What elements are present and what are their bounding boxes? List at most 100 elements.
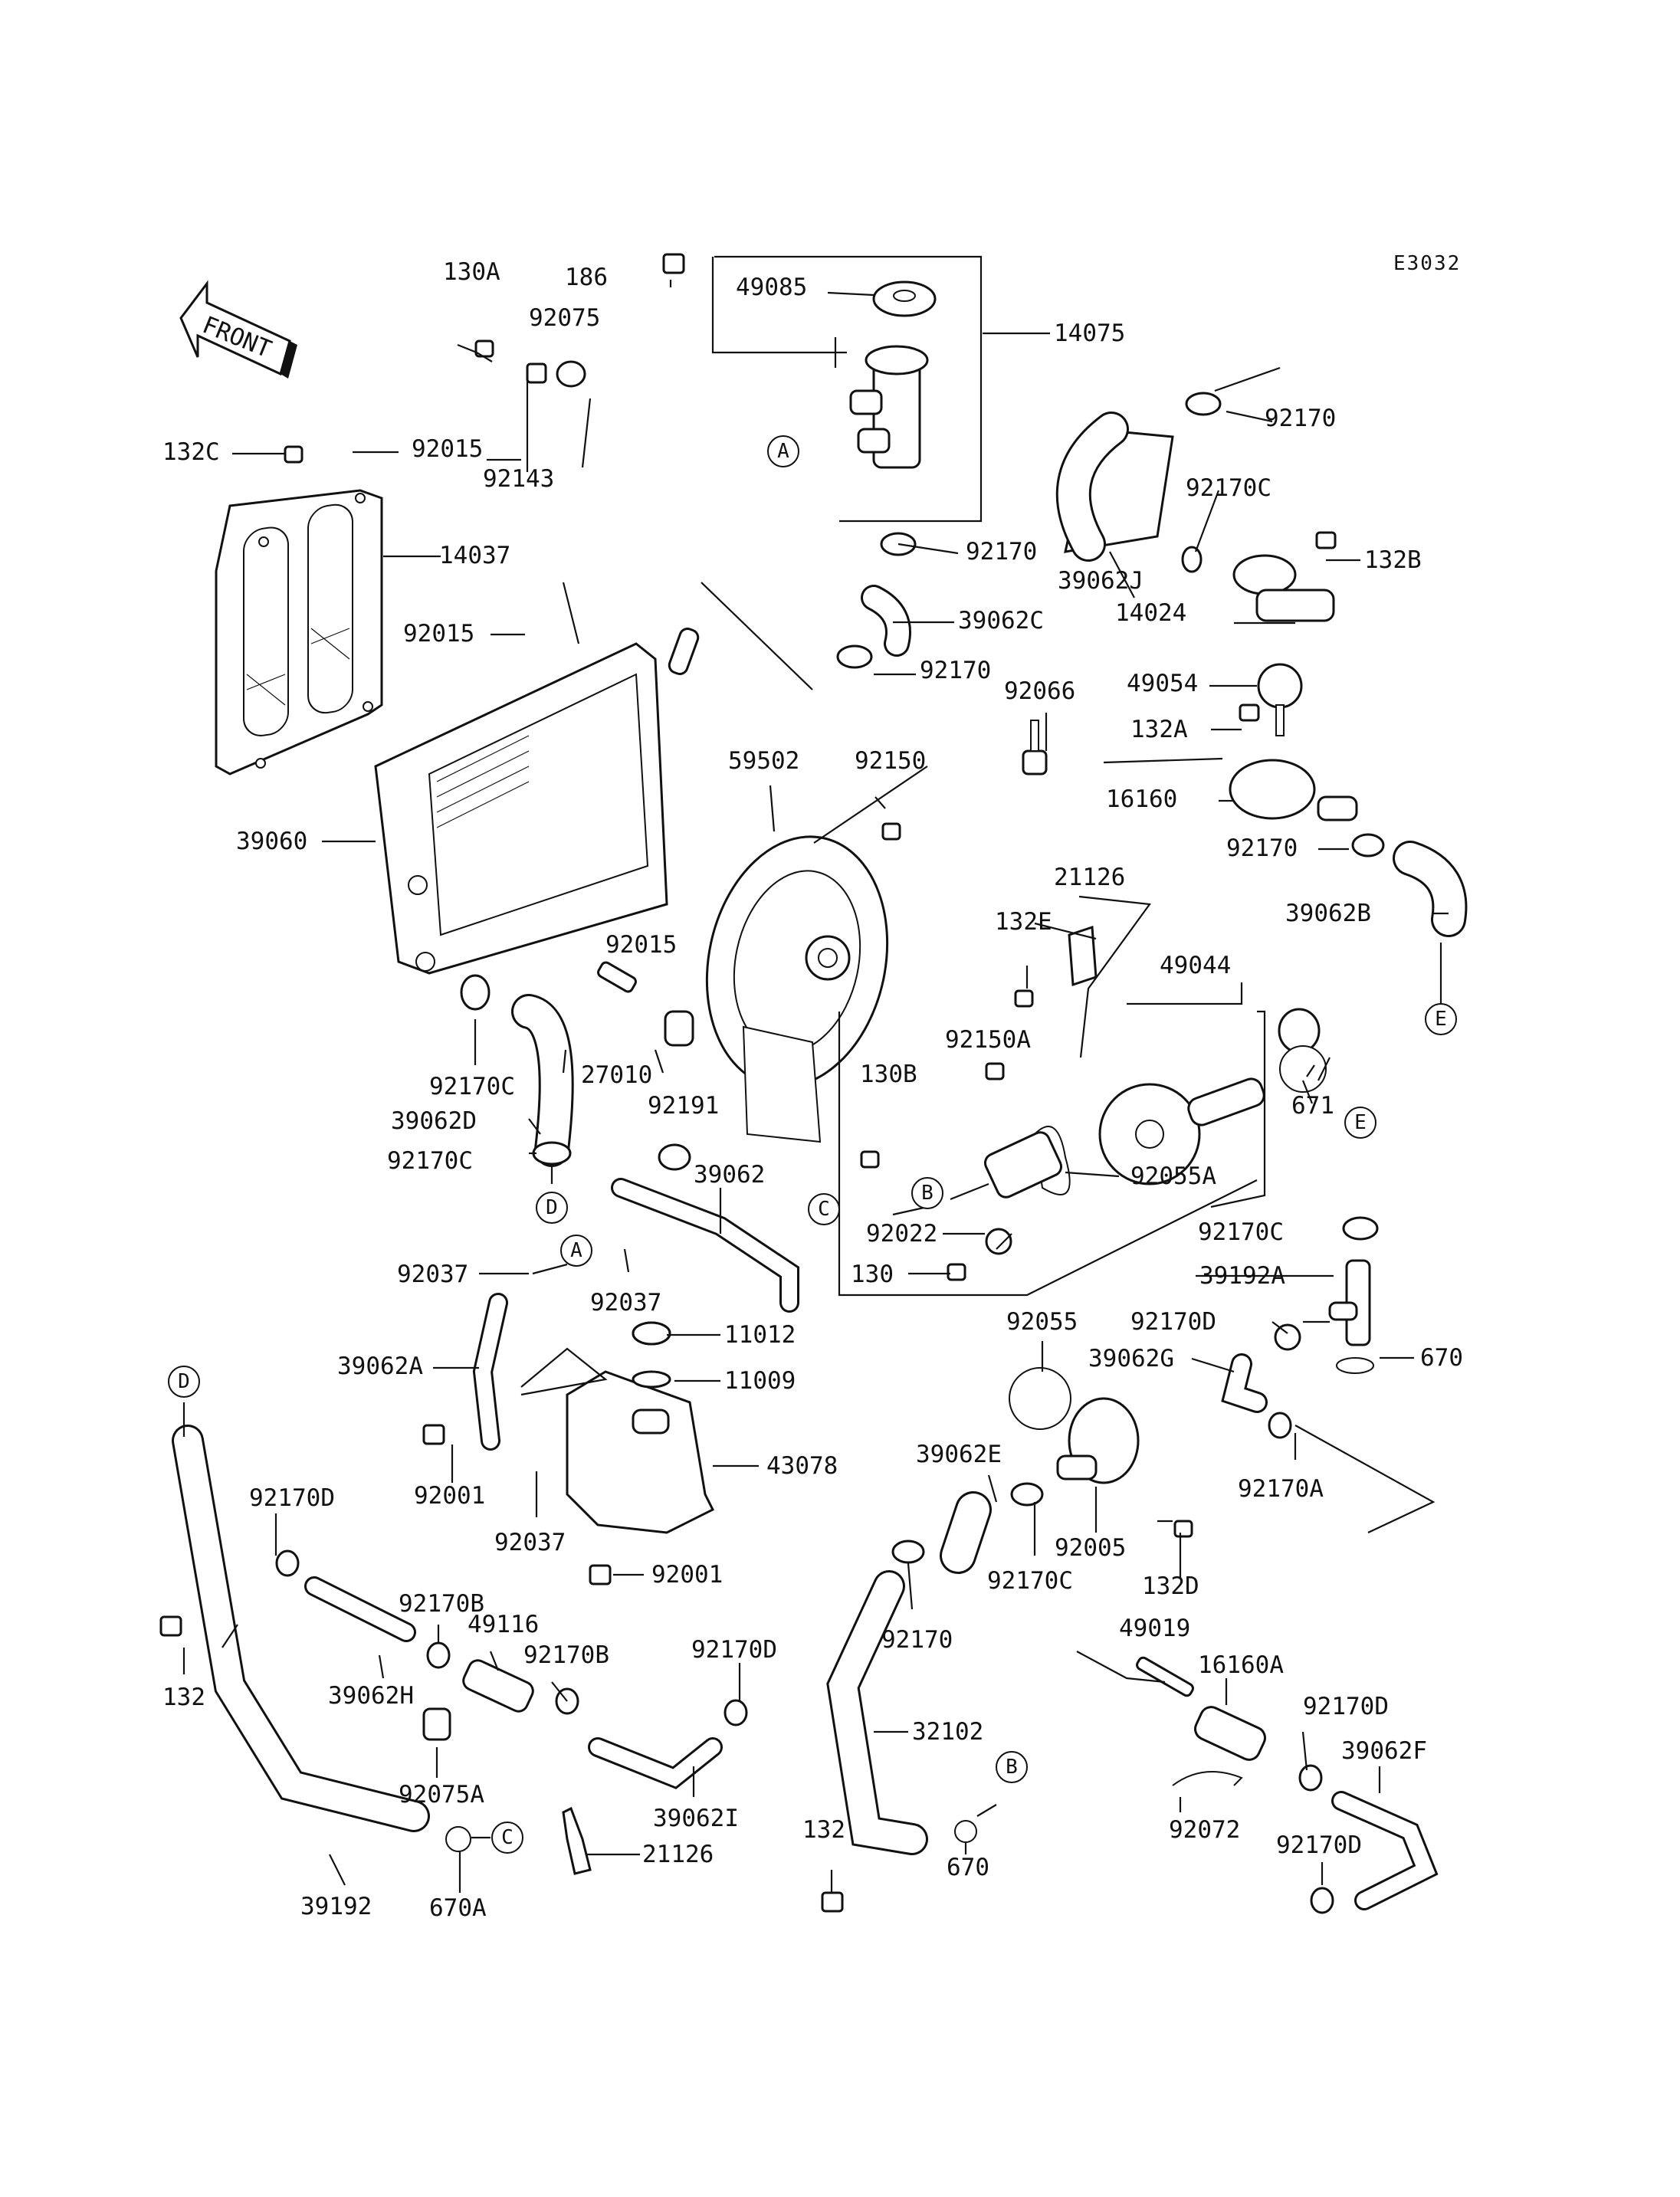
label-132A: 132A bbox=[1130, 716, 1188, 743]
front-arrow-icon: FRONT bbox=[179, 280, 297, 379]
label-39062C: 39062C bbox=[958, 607, 1044, 635]
svg-text:E: E bbox=[1354, 1111, 1367, 1134]
label-92005: 92005 bbox=[1055, 1534, 1126, 1562]
label-92191: 92191 bbox=[648, 1092, 719, 1120]
label-49116: 49116 bbox=[468, 1611, 539, 1638]
bolt-icons bbox=[159, 253, 1337, 1913]
svg-text:B: B bbox=[921, 1182, 934, 1205]
label-16160: 16160 bbox=[1106, 785, 1177, 813]
radiator-39060 bbox=[374, 628, 700, 975]
label-92015-c: 92015 bbox=[605, 931, 677, 959]
pipe-39192A bbox=[1328, 1259, 1371, 1346]
label-39062I: 39062I bbox=[653, 1805, 739, 1832]
label-14075: 14075 bbox=[1054, 320, 1125, 347]
label-92170-b: 92170 bbox=[1265, 405, 1336, 432]
label-39062A: 39062A bbox=[337, 1353, 423, 1380]
callout-C-mid: C bbox=[808, 1193, 840, 1225]
label-14037: 14037 bbox=[439, 542, 510, 569]
label-92066: 92066 bbox=[1004, 677, 1075, 705]
label-132E: 132E bbox=[995, 908, 1052, 936]
label-186: 186 bbox=[565, 264, 608, 291]
fitting-49116 bbox=[462, 1659, 534, 1713]
label-92170-e: 92170 bbox=[881, 1626, 953, 1654]
label-11012: 11012 bbox=[724, 1321, 796, 1349]
hose-39062E bbox=[940, 1491, 992, 1574]
label-14024: 14024 bbox=[1115, 599, 1186, 627]
label-670A: 670A bbox=[429, 1894, 487, 1922]
label-27010: 27010 bbox=[581, 1061, 652, 1089]
leader-lines bbox=[182, 255, 1449, 1893]
hose-39062A bbox=[472, 1293, 508, 1451]
label-39062: 39062 bbox=[694, 1161, 765, 1189]
label-132-a: 132 bbox=[162, 1684, 205, 1711]
hose-39062F bbox=[1331, 1791, 1439, 1910]
label-92037-b: 92037 bbox=[590, 1289, 661, 1317]
callout-E-mid: E bbox=[1344, 1107, 1376, 1139]
label-132D: 132D bbox=[1142, 1572, 1199, 1600]
label-92150: 92150 bbox=[855, 747, 926, 775]
sensor-92066 bbox=[1022, 720, 1048, 776]
hose-39062 bbox=[611, 1178, 799, 1313]
label-92001-b: 92001 bbox=[651, 1561, 723, 1589]
callout-A-mid: A bbox=[560, 1235, 592, 1267]
label-92170C-d: 92170C bbox=[1198, 1218, 1284, 1246]
diagram-code: E3032 bbox=[1393, 252, 1461, 275]
fitting-16160A bbox=[1194, 1706, 1266, 1761]
cap-11012 bbox=[632, 1321, 671, 1346]
water-pump-49044 bbox=[983, 1008, 1321, 1199]
thermostat-base-16160 bbox=[1229, 759, 1358, 821]
callout-B-mid: B bbox=[911, 1177, 943, 1209]
svg-text:A: A bbox=[777, 440, 789, 463]
label-92170C-e: 92170C bbox=[987, 1567, 1073, 1595]
label-130B: 130B bbox=[860, 1061, 917, 1088]
label-39062J: 39062J bbox=[1058, 567, 1144, 595]
label-92015-a: 92015 bbox=[412, 435, 483, 463]
label-39060: 39060 bbox=[236, 828, 307, 855]
hose-39062B bbox=[1393, 841, 1468, 937]
label-92075: 92075 bbox=[529, 304, 600, 332]
callout-E-right: E bbox=[1425, 1003, 1457, 1035]
label-92170D-a: 92170D bbox=[1130, 1308, 1216, 1336]
hose-39062C bbox=[861, 585, 911, 657]
label-39062B: 39062B bbox=[1285, 900, 1371, 927]
label-39062H: 39062H bbox=[328, 1682, 414, 1710]
label-92075A: 92075A bbox=[399, 1781, 484, 1808]
label-671: 671 bbox=[1291, 1092, 1334, 1120]
radiator-shroud-14037 bbox=[215, 489, 383, 776]
label-21126-b: 21126 bbox=[642, 1841, 714, 1868]
label-49085: 49085 bbox=[736, 274, 807, 301]
filler-neck-14075 bbox=[849, 280, 937, 469]
label-92055: 92055 bbox=[1006, 1308, 1078, 1336]
callout-B-low: B bbox=[996, 1751, 1028, 1783]
label-92170-c: 92170 bbox=[920, 657, 991, 684]
label-92170D-e: 92170D bbox=[691, 1636, 777, 1664]
svg-text:D: D bbox=[546, 1196, 558, 1219]
label-92170D-c: 92170D bbox=[1276, 1831, 1362, 1859]
label-11009: 11009 bbox=[724, 1367, 796, 1395]
fan-assembly-59502 bbox=[705, 835, 889, 1143]
label-16160A: 16160A bbox=[1198, 1651, 1284, 1679]
hose-39062G bbox=[1221, 1353, 1268, 1413]
label-43078: 43078 bbox=[766, 1452, 838, 1480]
label-92170B-a: 92170B bbox=[399, 1590, 484, 1618]
label-92170D-d: 92170D bbox=[249, 1484, 335, 1512]
label-92170C-b: 92170C bbox=[429, 1073, 515, 1100]
band-92072 bbox=[1172, 1771, 1243, 1786]
hose-39062D bbox=[511, 994, 574, 1167]
grommet-92075A bbox=[422, 1707, 451, 1741]
label-132B: 132B bbox=[1364, 546, 1422, 574]
label-92170-a: 92170 bbox=[966, 538, 1037, 566]
water-pump-cover-92005 bbox=[1056, 1397, 1140, 1484]
sensor-27010 bbox=[597, 961, 637, 993]
hose-39062J bbox=[1055, 412, 1174, 562]
svg-text:A: A bbox=[570, 1239, 582, 1262]
thermostat-housing-14024 bbox=[1232, 554, 1335, 622]
label-49019: 49019 bbox=[1119, 1615, 1190, 1642]
callout-C-low: C bbox=[491, 1822, 523, 1854]
mounting-92191 bbox=[664, 1010, 694, 1047]
svg-text:E: E bbox=[1435, 1008, 1447, 1031]
label-670-b: 670 bbox=[947, 1854, 989, 1881]
label-92170C-a: 92170C bbox=[1186, 474, 1271, 502]
part-labels: 186 49085 14075 130A 92075 92143 132C 92… bbox=[162, 258, 1463, 1922]
label-39062E: 39062E bbox=[916, 1441, 1002, 1468]
